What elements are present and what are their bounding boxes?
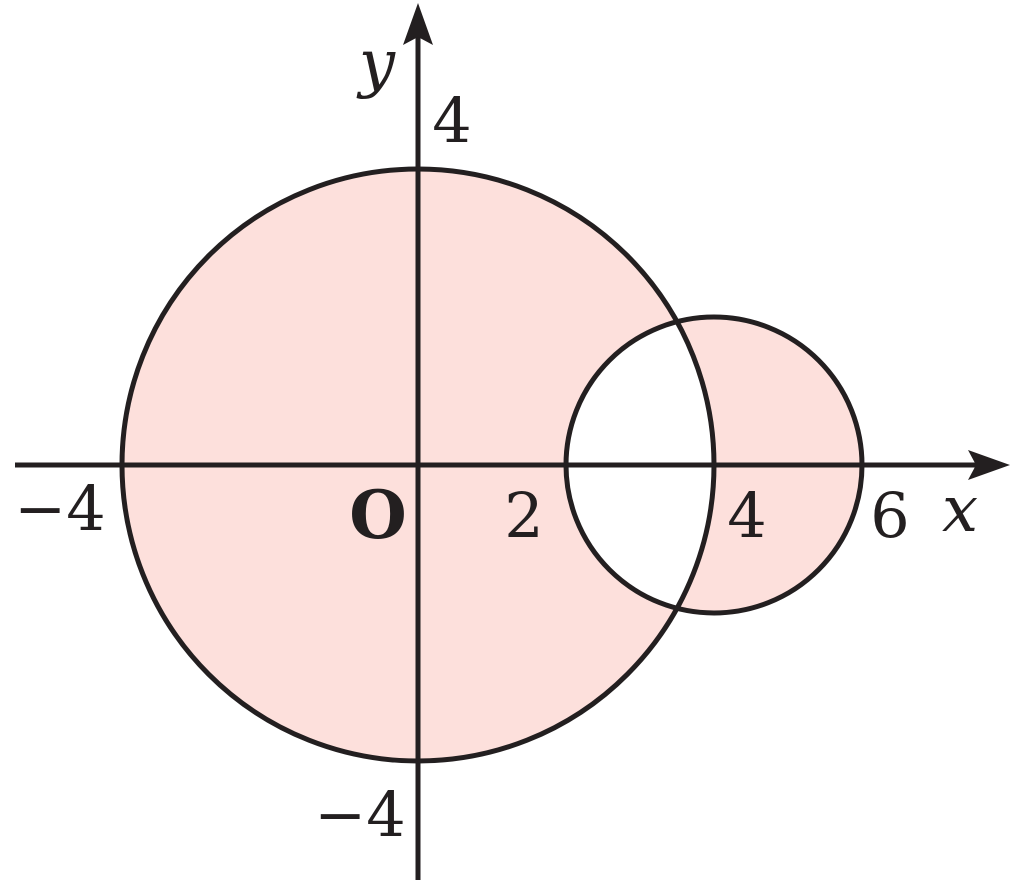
x-axis-label: x xyxy=(942,473,978,547)
y-tick-label-4: 4 xyxy=(432,84,471,157)
circle-outlines xyxy=(119,166,865,764)
large-circle-outline xyxy=(119,166,717,764)
x-tick-label-6: 6 xyxy=(870,479,909,552)
labels: x y O −4 2 4 6 4 −4 xyxy=(14,27,978,851)
axes xyxy=(15,3,1010,880)
y-axis-arrowhead xyxy=(403,3,433,45)
x-tick-label-4: 4 xyxy=(727,479,766,552)
y-axis-label: y xyxy=(356,27,396,101)
x-tick-label-2: 2 xyxy=(504,479,543,552)
origin-label: O xyxy=(349,476,407,554)
x-axis-arrowhead xyxy=(968,450,1010,480)
x-tick-label-neg4: −4 xyxy=(14,472,105,545)
small-circle-outline xyxy=(563,314,865,616)
y-tick-label-neg4: −4 xyxy=(314,778,405,851)
